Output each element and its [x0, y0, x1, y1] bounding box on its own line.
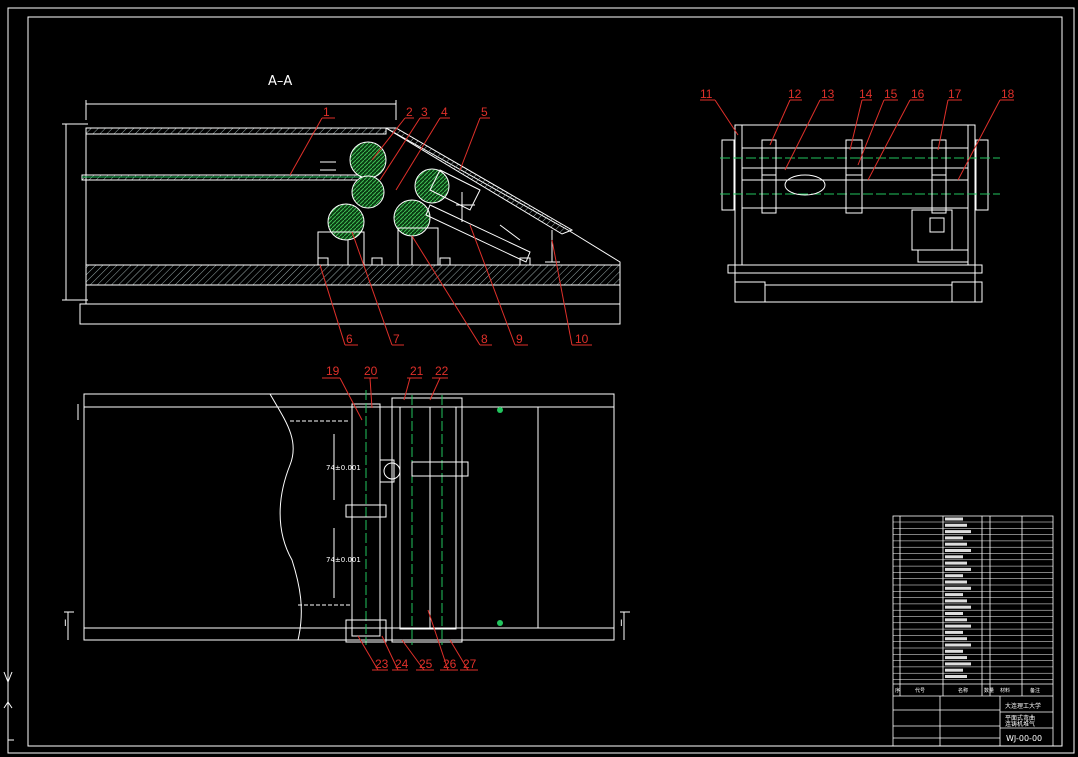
callout-27: 27 [463, 657, 477, 671]
callout-21: 21 [410, 364, 424, 378]
side-callouts [700, 99, 1014, 181]
section-callout-labels: 1 2 3 4 5 6 7 8 9 10 [323, 105, 589, 346]
parts-list-cell-fill [945, 517, 963, 521]
callout-16: 16 [911, 87, 925, 101]
plan-callout-labels: 19 20 21 22 23 24 25 26 27 [326, 364, 477, 671]
header-index: 序 [895, 687, 900, 694]
title-school: 大连理工大学 [1005, 702, 1041, 710]
side-callout-labels: 11 12 13 14 15 16 17 18 [700, 87, 1015, 101]
side-view [720, 124, 1000, 303]
callout-11: 11 [700, 87, 713, 101]
section-title: A–A [268, 74, 292, 89]
parts-list-cell-fill [945, 530, 971, 534]
header-material: 材料 [1000, 687, 1010, 694]
callout-12: 12 [788, 87, 802, 101]
callout-4: 4 [441, 105, 448, 119]
drawing-frame [27, 16, 1063, 747]
parts-list-cell-fill [945, 574, 963, 578]
parts-list-cell-fill [945, 630, 963, 634]
parts-list-cell-fill [945, 605, 971, 609]
parts-list-cell-fill [945, 542, 967, 546]
callout-13: 13 [821, 87, 835, 101]
parts-list-cell-fill [945, 668, 963, 672]
callout-9: 9 [516, 332, 523, 346]
drawing-number: WJ-00-00 [1006, 734, 1042, 743]
parts-list-cell-fill [945, 624, 971, 628]
callout-10: 10 [575, 332, 589, 346]
callout-22: 22 [435, 364, 449, 378]
callout-17: 17 [948, 87, 962, 101]
title-name-line2: 连铸机堆气 [1005, 720, 1035, 728]
callout-1: 1 [323, 105, 330, 119]
callout-15: 15 [884, 87, 898, 101]
callout-6: 6 [346, 332, 353, 346]
parts-list-cell-fill [945, 567, 971, 571]
parts-list-cell-fill [945, 656, 967, 660]
parts-list-cell-fill [945, 643, 971, 647]
plan-callouts [322, 377, 478, 671]
dimension-bay-2: 74±0.001 [326, 556, 361, 564]
section-view-a-a: A–A [62, 74, 621, 325]
callout-20: 20 [364, 364, 378, 378]
parts-list-cell-fill [945, 618, 967, 622]
callout-2: 2 [406, 105, 413, 119]
parts-list-header: 序 代号 名称 数量 材料 备注 [895, 687, 1040, 694]
header-name: 名称 [958, 687, 968, 694]
callout-8: 8 [481, 332, 488, 346]
parts-list-cell-fill [945, 662, 971, 666]
callout-25: 25 [419, 657, 433, 671]
section-callouts [289, 117, 592, 346]
parts-list-rows [893, 517, 1053, 680]
parts-list-cell-fill [945, 580, 967, 584]
parts-list-cell-fill [945, 586, 971, 590]
parts-list-cell-fill [945, 612, 963, 615]
callout-14: 14 [859, 87, 873, 101]
title-block [892, 515, 1054, 747]
header-note: 备注 [1030, 687, 1040, 694]
parts-list-cell-fill [945, 593, 963, 597]
callout-18: 18 [1001, 87, 1015, 101]
plan-view [64, 390, 630, 645]
callout-26: 26 [443, 657, 457, 671]
parts-list-cell-fill [945, 536, 963, 540]
drawing-border [7, 7, 1075, 754]
callout-7: 7 [393, 332, 400, 346]
callout-3: 3 [421, 105, 428, 119]
parts-list-cell-fill [945, 649, 963, 653]
header-qty: 数量 [984, 687, 994, 694]
view-marker-right: I [620, 619, 623, 629]
parts-list-cell-fill [945, 637, 967, 641]
callout-23: 23 [375, 657, 389, 671]
header-code: 代号 [915, 687, 925, 694]
parts-list-cell-fill [945, 675, 967, 678]
view-marker-left: I [64, 619, 67, 629]
parts-list-cell-fill [945, 599, 967, 603]
parts-list-cell-fill [945, 549, 971, 552]
dimension-bay-1: 74±0.001 [326, 464, 361, 472]
callout-24: 24 [395, 657, 409, 671]
callout-5: 5 [481, 105, 488, 119]
parts-list-cell-fill [945, 561, 967, 565]
ucs-icon [3, 671, 14, 741]
parts-list-cell-fill [945, 523, 967, 527]
title-name-line1: 平面式弯曲 [1005, 714, 1035, 722]
callout-19: 19 [326, 364, 340, 378]
parts-list-cell-fill [945, 555, 963, 559]
